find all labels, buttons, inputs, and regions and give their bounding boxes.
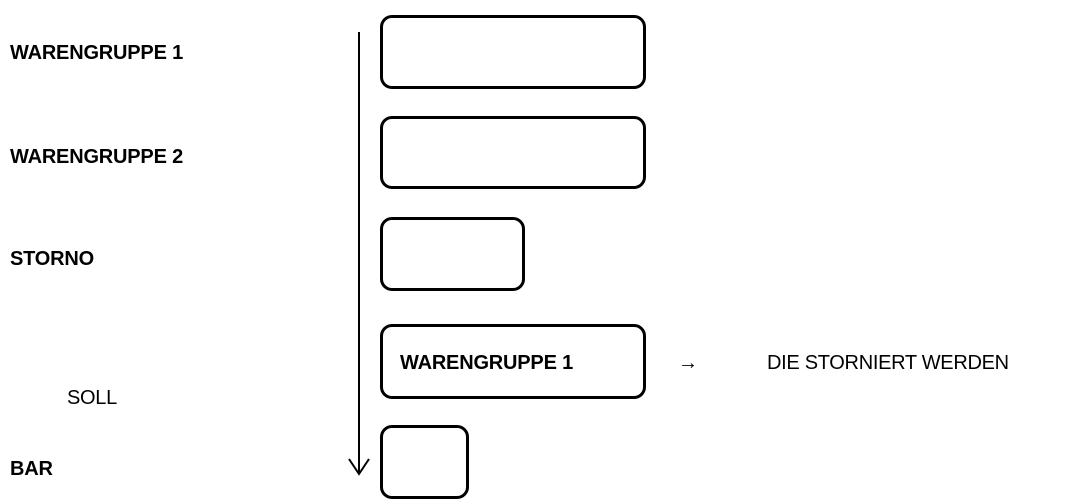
box-soll-text: WARENGRUPPE 1 xyxy=(400,352,573,374)
box-storno xyxy=(380,217,525,291)
right-arrow-icon: → xyxy=(678,352,698,374)
label-soll: SOLL xyxy=(67,387,117,409)
box-soll-warengruppe: WARENGRUPPE 1 xyxy=(380,324,646,399)
box-warengruppe-2 xyxy=(380,116,646,189)
annotation-text: DIE STORNIERT WERDEN xyxy=(767,352,1009,374)
label-bar: BAR xyxy=(10,458,53,480)
label-warengruppe-2: WARENGRUPPE 2 xyxy=(10,146,183,168)
label-warengruppe-1: WARENGRUPPE 1 xyxy=(10,42,183,64)
box-warengruppe-1 xyxy=(380,15,646,89)
label-storno: STORNO xyxy=(10,248,94,270)
box-bar xyxy=(380,425,469,499)
